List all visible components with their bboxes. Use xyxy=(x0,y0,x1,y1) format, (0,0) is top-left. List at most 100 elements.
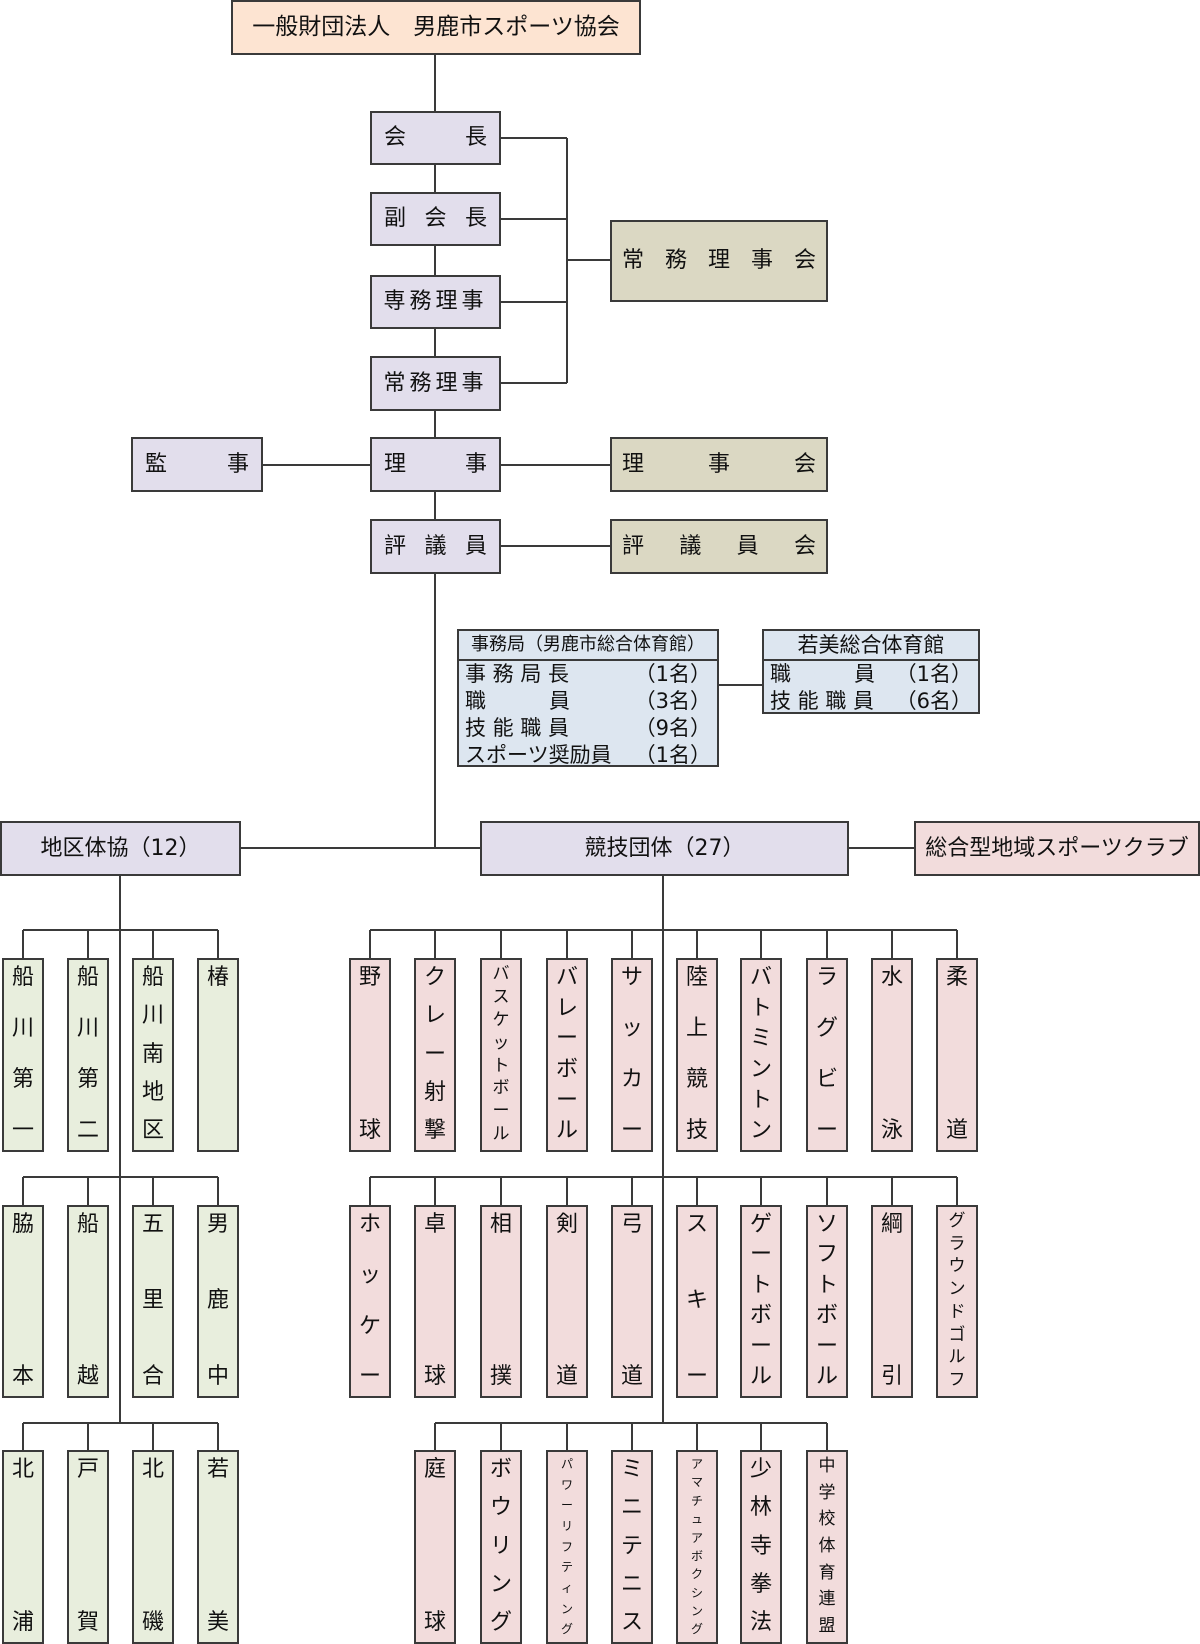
org-unit-box: ボウリング xyxy=(480,1450,522,1644)
managing-board-label: 常務理事会 xyxy=(622,250,816,272)
label-char: ッ xyxy=(358,1262,381,1288)
org-unit-box: ミニテニス xyxy=(611,1450,653,1644)
label-part: 会 xyxy=(424,206,447,231)
label-char: 球 xyxy=(423,1364,446,1390)
label-char: ー xyxy=(560,1498,573,1513)
label-char: ゴ xyxy=(948,1324,966,1345)
label-char: リ xyxy=(489,1533,512,1559)
label-char: フ xyxy=(560,1539,573,1554)
wakami-panel: 若美総合体育館 職 員（1名） 技 能 職 員（6名） xyxy=(762,629,980,714)
org-unit-box: 五里合 xyxy=(132,1205,174,1398)
label-part: 副 xyxy=(384,206,407,231)
label-char: 陸 xyxy=(685,965,708,990)
label-part: 議 xyxy=(679,533,702,559)
label-char: テ xyxy=(560,1560,573,1575)
label-char: ウ xyxy=(489,1495,512,1521)
label-char: 北 xyxy=(11,1457,34,1482)
label-char: 弓 xyxy=(620,1212,643,1237)
label-char: ン xyxy=(749,1118,772,1144)
label-char: ク xyxy=(423,965,446,990)
wakami-row: 職 員（1名） xyxy=(764,661,978,688)
label-char: 競 xyxy=(685,1067,708,1093)
label-char: ー xyxy=(555,1026,578,1052)
label-char: ト xyxy=(492,1055,510,1076)
label-char: 校 xyxy=(818,1509,836,1530)
director-box: 理事 xyxy=(370,437,501,492)
label-char: ィ xyxy=(560,1581,573,1596)
label-char: ス xyxy=(685,1212,708,1237)
label-char: 道 xyxy=(620,1364,643,1390)
role-label: スポーツ奨励員 xyxy=(465,743,612,767)
label-char: フ xyxy=(815,1242,838,1268)
label-char: ュ xyxy=(690,1512,703,1527)
label-char: ー xyxy=(749,1242,772,1268)
label-char: ア xyxy=(690,1457,703,1471)
label-char: 船 xyxy=(76,1212,99,1237)
label-char: ニ xyxy=(620,1572,643,1598)
label-char: 若 xyxy=(206,1457,229,1482)
label-part: 常 xyxy=(622,248,645,273)
label-part: 議 xyxy=(424,533,447,559)
label-char: ー xyxy=(423,1041,446,1067)
label-char: 撃 xyxy=(423,1118,446,1144)
label-char: 引 xyxy=(880,1364,903,1390)
label-char: 浦 xyxy=(11,1610,34,1636)
label-char: 戸 xyxy=(76,1457,99,1482)
org-unit-box: 中学校体育連盟 xyxy=(806,1450,848,1644)
org-unit-box: バレーボール xyxy=(546,958,588,1152)
org-unit-box: 男鹿中 xyxy=(197,1205,239,1398)
auditor-label: 監事 xyxy=(145,451,249,477)
org-unit-box: クレー射撃 xyxy=(414,958,456,1152)
label-char: 剣 xyxy=(555,1212,578,1237)
label-char: ー xyxy=(492,1101,510,1122)
label-char: 第 xyxy=(76,1067,99,1093)
label-part: 員 xyxy=(464,533,487,559)
label-char: ボ xyxy=(489,1457,512,1482)
label-char: バ xyxy=(555,965,578,990)
label-char: ウ xyxy=(948,1256,966,1277)
label-char: ボ xyxy=(690,1548,703,1563)
label-char: 南 xyxy=(141,1041,164,1067)
org-unit-box: 少林寺拳法 xyxy=(740,1450,782,1644)
label-char: シ xyxy=(690,1585,703,1600)
label-char: ド xyxy=(948,1301,966,1322)
label-char: 美 xyxy=(206,1610,229,1636)
label-char: フ xyxy=(948,1370,966,1391)
managing-director-box: 常務理事 xyxy=(370,356,501,411)
label-char: ル xyxy=(749,1364,772,1390)
label-char: ッ xyxy=(492,1032,510,1053)
count-label: （3名） xyxy=(634,689,711,713)
label-char: パ xyxy=(560,1457,573,1471)
label-char: 相 xyxy=(489,1212,512,1237)
label-char: ボ xyxy=(815,1303,838,1329)
secretariat-row: スポーツ奨励員 （1名） xyxy=(459,742,717,769)
label-char: 本 xyxy=(11,1364,34,1390)
org-unit-box: 船越 xyxy=(67,1205,109,1398)
label-part: 事 xyxy=(464,451,487,477)
label-part: 事 xyxy=(707,451,730,477)
count-label: （1名） xyxy=(895,662,972,686)
label-char: 林 xyxy=(749,1495,772,1521)
count-label: （1名） xyxy=(634,743,711,767)
org-unit-box: 船川南地区 xyxy=(132,958,174,1152)
label-char: ラ xyxy=(948,1233,966,1254)
label-char: バ xyxy=(749,965,772,990)
board-box: 理事会 xyxy=(610,437,828,492)
label-char: グ xyxy=(560,1622,573,1637)
executive-director-label: 専務理事 xyxy=(383,289,488,314)
label-part: 監 xyxy=(145,451,168,477)
label-char: ン xyxy=(489,1572,512,1598)
label-char: ル xyxy=(492,1124,510,1145)
label-part: 事 xyxy=(750,248,773,273)
org-unit-box: 北磯 xyxy=(132,1450,174,1644)
label-char: カ xyxy=(620,1067,643,1093)
org-unit-box: バトミントン xyxy=(740,958,782,1152)
label-part: 長 xyxy=(464,125,487,150)
vice-chairman-label: 副会長 xyxy=(384,208,487,230)
councilor-label: 評議員 xyxy=(384,533,487,559)
label-part: 会 xyxy=(793,533,816,559)
district-association-box: 地区体協（12） xyxy=(0,821,241,876)
label-part: 理 xyxy=(384,451,407,477)
label-char: 磯 xyxy=(141,1610,164,1636)
